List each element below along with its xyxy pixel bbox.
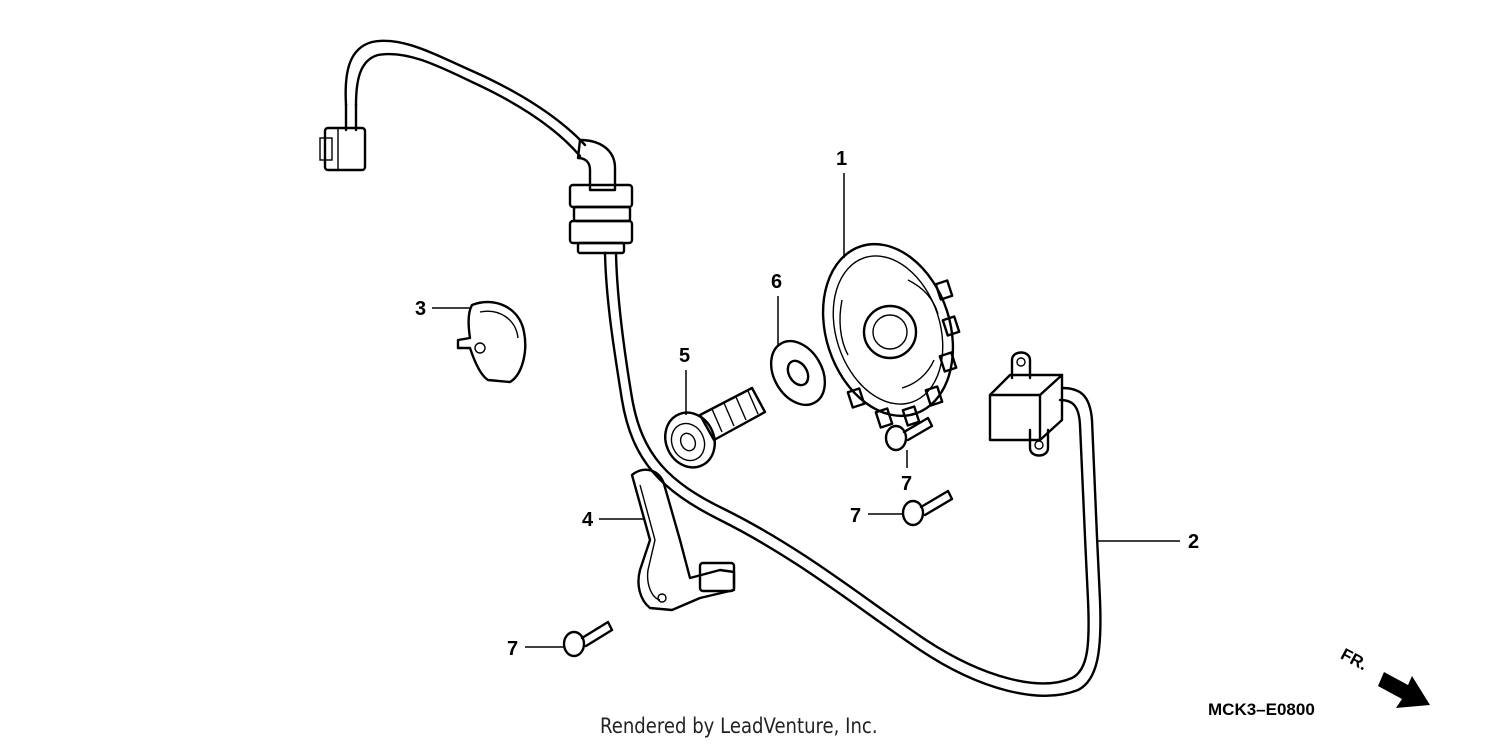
callout-2: 2 [1188, 531, 1199, 553]
callout-3: 3 [415, 298, 426, 320]
callout-6: 6 [771, 271, 782, 293]
harness-grommet [568, 183, 634, 255]
part-7-bolt-a[interactable] [884, 416, 934, 452]
callout-7b: 7 [850, 505, 861, 527]
render-credit: Rendered by LeadVenture, Inc. [600, 714, 878, 738]
part-7-bolt-b[interactable] [901, 489, 954, 527]
pulse-sensor [988, 351, 1064, 457]
front-indicator: FR. [1338, 645, 1430, 708]
part-4-bracket[interactable] [630, 468, 736, 612]
front-label: FR. [1338, 645, 1371, 675]
part-7-bolt-c[interactable] [562, 620, 614, 658]
part-1-pulse-rotor[interactable] [802, 227, 974, 433]
part-2-harness[interactable] [319, 39, 1102, 697]
callout-7a: 7 [901, 473, 912, 495]
callout-4: 4 [582, 509, 594, 531]
part-3-cover[interactable] [456, 300, 527, 384]
callout-5: 5 [679, 345, 690, 367]
arrow-icon [1378, 672, 1430, 708]
part-5-bolt[interactable] [656, 386, 767, 476]
harness-connector [319, 102, 367, 172]
diagram-code: MCK3–E0800 [1208, 700, 1315, 719]
callout-7c: 7 [507, 638, 518, 660]
callout-1: 1 [836, 148, 847, 170]
part-6-washer[interactable] [760, 332, 836, 415]
